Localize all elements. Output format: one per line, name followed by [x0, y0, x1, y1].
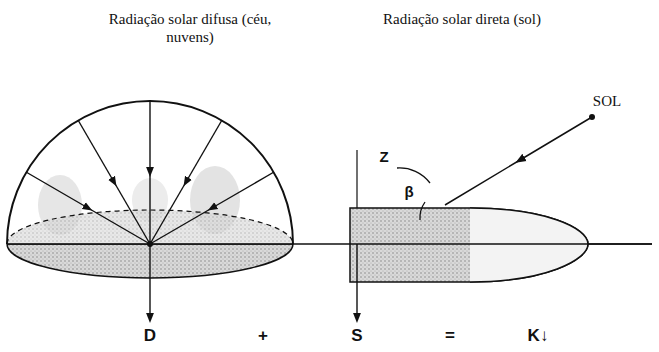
- direct-title: Radiação solar direta (sol): [383, 10, 541, 28]
- plus-sign: +: [258, 326, 268, 346]
- sun-label: SOL: [593, 92, 621, 110]
- diffuse-title: Radiação solar difusa (céu, nuvens): [105, 10, 275, 46]
- global-symbol: K↓: [528, 326, 549, 346]
- elevation-angle: β: [404, 183, 413, 201]
- diffuse-symbol: D: [144, 326, 156, 346]
- equals-sign: =: [445, 326, 455, 346]
- direct-symbol: S: [351, 326, 362, 346]
- zenith-angle: Z: [379, 148, 388, 166]
